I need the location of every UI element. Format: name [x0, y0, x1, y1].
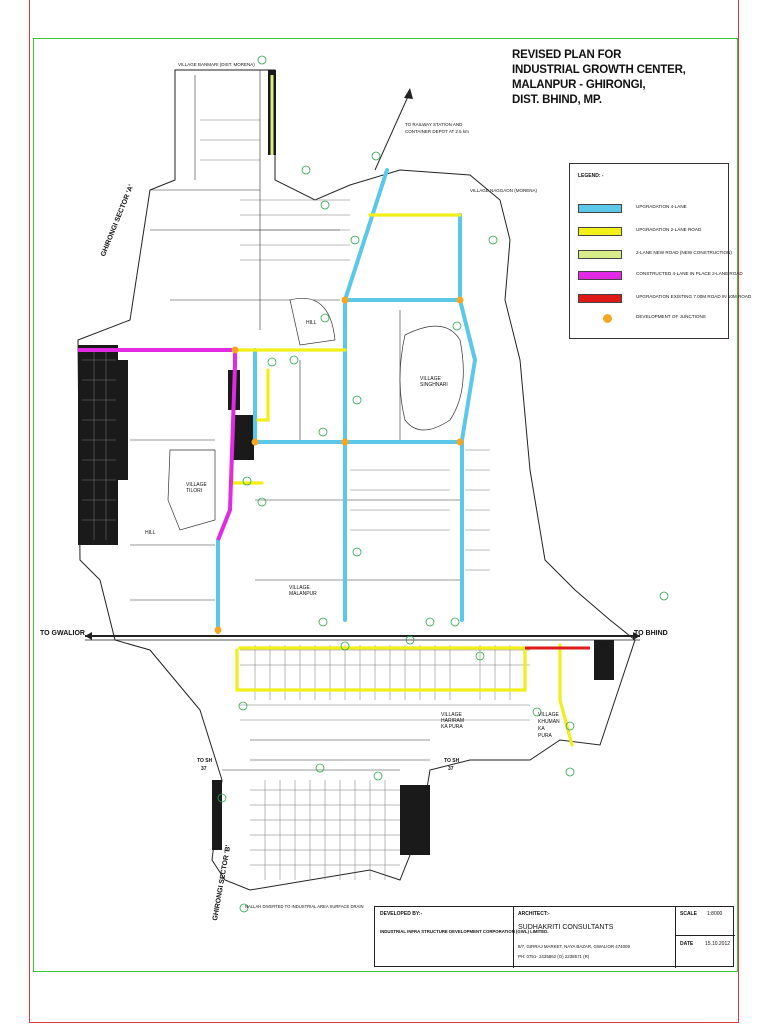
legend-item-4lane: UPGRADATION 4-LANE [578, 202, 728, 214]
road-constructed-4lane [78, 348, 237, 541]
scale-label: SCALE [680, 911, 697, 917]
legend-label: UPGRADATION 2-LANE ROAD [636, 227, 702, 232]
label-to-gwalior: TO GWALIOR [40, 630, 85, 637]
legend-label: UPGRADATION EXISTING 7.00M ROAD IN 10M R… [636, 294, 752, 299]
legend-item-new-2lane: 2-LANE NEW ROAD (NEW CONSTRUCTION) [578, 248, 732, 260]
legend-item-junctions: DEVELOPMENT OF JUNCTIONS [578, 312, 728, 324]
label-village-banmore: VILLAGE BANMARI (DIST. MORENA) [178, 62, 255, 67]
arrow-right-icon [633, 632, 640, 640]
arrow-left-icon [85, 632, 92, 640]
junctions [214, 296, 464, 634]
legend-item-red-upgrade: UPGRADATION EXISTING 7.00M ROAD IN 10M R… [578, 292, 751, 304]
singhnari-village [399, 325, 464, 431]
junction-dot-icon [603, 314, 612, 323]
developer-name: INDUSTRIAL INFRA STRUCTURE DEVELOPMENT C… [380, 929, 549, 934]
architect-name: SUDHAKRITI CONSULTANTS [518, 924, 614, 931]
label-railway-2: CONTAINER DEPOT AT 2.5 km [405, 129, 469, 134]
label-village-nagaon: VILLAGE NAGGAON (MORENA) [470, 188, 538, 193]
scale-value: 1:8000 [707, 911, 723, 917]
label-hill-west: HILL [145, 530, 156, 536]
drawing-frame [33, 38, 738, 972]
date-label: DATE [680, 941, 694, 947]
map-legend: LEGEND: - UPGRADATION 4-LANE UPGRADATION… [569, 163, 751, 339]
railway-arrow [374, 91, 411, 171]
built-up-hatch [78, 70, 614, 855]
label-drain: NALLAH DIVERTED TO INDUSTRIAL AREA SURFA… [245, 904, 364, 909]
label-village-khuman: VILLAGE KHUMAN KA PURA [538, 712, 560, 739]
legend-swatch [578, 250, 622, 259]
label-to-sh-left: TO SH [197, 758, 213, 764]
plan-title: REVISED PLAN FOR INDUSTRIAL GROWTH CENTE… [512, 48, 742, 108]
plan-title-line3: DIST. BHIND, MP. [512, 94, 602, 106]
architect-label: ARCHITECT:- [518, 911, 550, 917]
road-2lane [230, 213, 574, 747]
location-markers [217, 55, 669, 913]
label-sh-num-left: 37 [201, 766, 207, 772]
label-to-sh-right: TO SH [444, 758, 460, 764]
sheet-border [29, 0, 739, 1023]
legend-swatch [578, 227, 622, 236]
plan-title-line1: REVISED PLAN FOR [512, 49, 622, 61]
tilori-village [167, 449, 216, 531]
architect-phone: PH: 0751- 2435862 (O) 2238571 (R) [518, 954, 590, 959]
internal-roads [130, 70, 460, 771]
title-block: DEVELOPED BY:- INDUSTRIAL INFRA STRUCTUR… [374, 906, 735, 968]
label-railway: TO RAILWAY STATION AND [405, 122, 463, 127]
legend-swatch [578, 271, 622, 280]
label-to-bhind: TO BHIND [634, 630, 668, 637]
legend-item-constructed-4lane: CONSTRUCTED 4-LANE IN PLACE 2-LANE ROAD [578, 269, 743, 281]
label-sh-num-right: 37 [448, 766, 454, 772]
label-village-singhnari: VILLAGE SINGHNARI [420, 376, 448, 388]
legend-label: DEVELOPMENT OF JUNCTIONS [636, 314, 706, 319]
hill-shape [289, 298, 336, 346]
road-4lane [216, 168, 478, 634]
label-village-malanpur: VILLAGE MALANPUR [289, 585, 317, 597]
label-village-hariram: VILLAGE HARIRAM KA PURA [441, 712, 465, 730]
legend-swatch [578, 204, 622, 213]
architect-address: 8/7, GIRRAJ MARKET, NAYA BAZAR, GWALIOR … [518, 944, 630, 949]
legend-label: 2-LANE NEW ROAD (NEW CONSTRUCTION) [636, 250, 732, 255]
developed-by-label: DEVELOPED BY:- [380, 911, 423, 917]
plot-grid [82, 119, 530, 880]
plan-title-line2: INDUSTRIAL GROWTH CENTER, MALANPUR - GHI… [512, 64, 686, 91]
legend-label: UPGRADATION 4-LANE [636, 204, 687, 209]
site-boundary [77, 69, 636, 891]
legend-item-2lane: UPGRADATION 2-LANE ROAD [578, 225, 728, 237]
date-value: 15.10.2012 [705, 941, 731, 947]
legend-label: CONSTRUCTED 4-LANE IN PLACE 2-LANE ROAD [636, 271, 743, 276]
label-hill-north: HILL [306, 320, 317, 326]
label-village-tilori: VILLAGE TILORI [186, 482, 207, 494]
legend-heading: LEGEND: - [578, 173, 604, 179]
legend-swatch [578, 294, 622, 303]
